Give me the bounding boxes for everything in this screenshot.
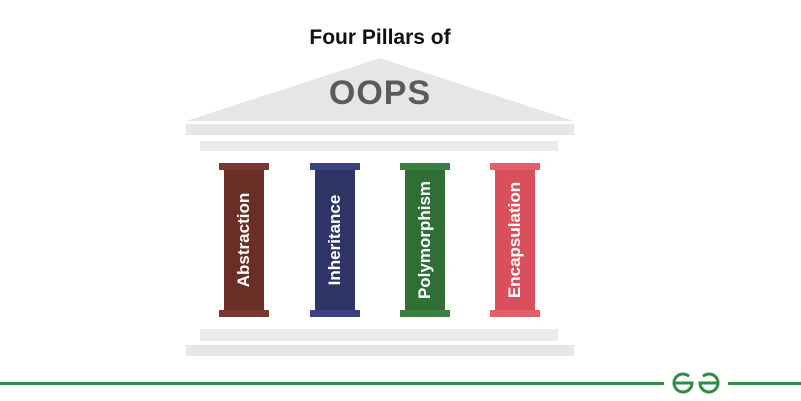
pillar-base bbox=[400, 310, 450, 317]
pillar-encapsulation bbox=[490, 163, 540, 317]
pillar-base bbox=[219, 310, 269, 317]
pillar-base bbox=[310, 310, 360, 317]
footer-divider-right bbox=[728, 382, 801, 385]
roof-label: OOPS bbox=[328, 74, 432, 112]
pillar-shaft bbox=[224, 170, 264, 310]
pillar-label-encapsulation: Encapsulation bbox=[505, 181, 524, 299]
pillar-shaft bbox=[315, 170, 355, 310]
pillar-capital bbox=[490, 163, 540, 170]
pillar-label-inheritance: Inheritance bbox=[325, 194, 344, 286]
pillar-base bbox=[490, 310, 540, 317]
gfg-logo-icon bbox=[672, 372, 720, 394]
footer-divider-left bbox=[0, 382, 664, 385]
pillar-shaft bbox=[495, 170, 535, 310]
pillar-abstraction bbox=[219, 163, 269, 317]
pillar-capital bbox=[400, 163, 450, 170]
pillar-inheritance bbox=[310, 163, 360, 317]
temple-beam-lower bbox=[200, 141, 558, 151]
pillar-label-abstraction: Abstraction bbox=[234, 192, 253, 288]
pillar-polymorphism bbox=[400, 163, 450, 317]
temple-step-lower bbox=[186, 345, 574, 356]
temple-step-upper bbox=[200, 329, 558, 341]
pillar-capital bbox=[310, 163, 360, 170]
pillar-capital bbox=[219, 163, 269, 170]
temple-roof bbox=[186, 58, 574, 121]
temple-beam-top bbox=[186, 124, 574, 135]
pillar-label-polymorphism: Polymorphism bbox=[415, 180, 434, 300]
pillar-shaft bbox=[405, 170, 445, 310]
diagram-title: Four Pillars of bbox=[309, 26, 451, 49]
